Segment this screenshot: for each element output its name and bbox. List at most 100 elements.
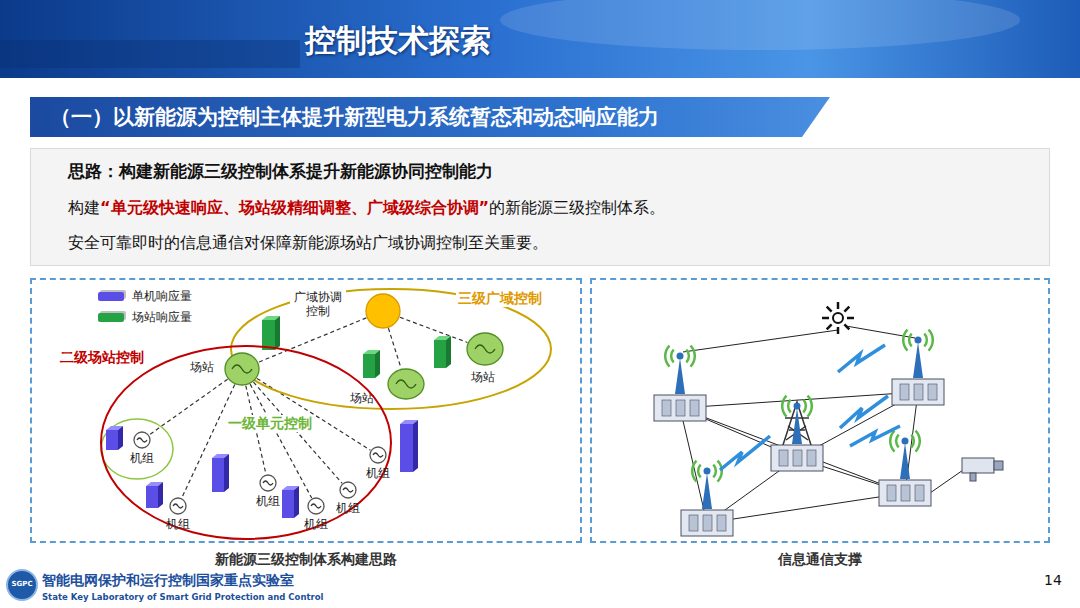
node-text: 机组	[164, 517, 192, 531]
drawing-part	[680, 408, 905, 493]
base-station	[879, 431, 931, 507]
drawing-part	[683, 330, 838, 352]
unit-control-ring	[101, 419, 173, 479]
text-line: 构建“单元级快速响应、场站级精细调整、广域级综合协调”的新能源三级控制体系。	[68, 198, 665, 219]
drawing-part	[827, 324, 832, 329]
generator-unit: 机组	[169, 497, 187, 515]
drawing-part	[707, 493, 905, 523]
drawing-part	[879, 480, 931, 506]
drawing-part	[654, 395, 706, 421]
drawing-part	[847, 317, 854, 320]
shape-outline	[134, 432, 150, 448]
drawing-part	[675, 358, 685, 394]
drawing-part	[896, 435, 899, 448]
drawing-part	[994, 461, 1003, 470]
drawing-part	[792, 408, 802, 444]
drawing-part	[844, 324, 849, 329]
shape-outline	[339, 481, 357, 499]
shape-outline	[388, 369, 424, 399]
drawing-part	[794, 403, 801, 410]
header-shade	[0, 40, 300, 68]
node-text: 机组	[302, 517, 330, 531]
response-bar	[262, 316, 280, 350]
legend-swatch	[98, 313, 124, 322]
level-label: 一级单元控制	[226, 415, 314, 432]
drawing-part	[903, 330, 907, 351]
generator-unit: 机组	[259, 474, 277, 492]
subtitle-band: （一）以新能源为控制主体提升新型电力系统暂态和动态响应能力	[30, 97, 830, 137]
text-line: 思路：构建新能源三级控制体系提升新能源协同控制能力	[68, 160, 493, 183]
drawing-part	[900, 443, 910, 479]
drawing-part	[375, 350, 380, 378]
drawing-part	[262, 320, 275, 350]
drawing-part	[702, 473, 712, 509]
response-bar	[212, 454, 229, 492]
drawing-part	[962, 458, 994, 473]
drawing-part	[928, 384, 937, 400]
drawing-part	[662, 400, 671, 416]
node-text: 思路：构建新能源三级控制体系提升新能源协同控制能力	[68, 161, 493, 181]
slide-title: 控制技术探索	[305, 22, 491, 59]
wave-symbol	[475, 345, 495, 353]
base-station	[654, 346, 706, 422]
drawing-part	[900, 384, 909, 400]
drawing-part	[676, 400, 685, 416]
drawing-part	[779, 450, 788, 466]
shape-outline	[225, 353, 259, 385]
shape-outline	[466, 332, 504, 366]
generator-unit: 机组	[339, 481, 357, 499]
generator-unit: 机组	[133, 431, 151, 449]
dashed-link	[400, 317, 468, 342]
drawing-part	[911, 435, 914, 448]
drawing-part	[909, 334, 912, 347]
wave-symbol	[263, 481, 273, 485]
drawing-part	[158, 482, 163, 508]
drawing-part	[827, 307, 832, 312]
base-station	[892, 330, 944, 406]
legend-text: 场站响应量	[132, 309, 192, 326]
response-bar	[363, 350, 380, 378]
shape-outline	[307, 497, 325, 515]
wireless-bolt	[840, 396, 888, 428]
response-bar	[106, 426, 123, 450]
node-text: 机组	[128, 451, 156, 465]
shape-outline	[308, 498, 324, 514]
shape-outline	[366, 294, 400, 328]
shape-outline	[370, 447, 386, 463]
dashed-link	[388, 328, 401, 368]
node-text: 场站	[190, 360, 214, 374]
drawing-part	[677, 353, 684, 360]
drawing-part	[686, 350, 689, 363]
drawing-part	[837, 302, 840, 309]
drawing-part	[400, 424, 413, 472]
drawing-part	[808, 396, 812, 417]
drawing-part	[704, 468, 711, 475]
header-glow	[500, 0, 1020, 50]
drawing-part	[275, 316, 280, 350]
wave-symbol	[373, 453, 383, 457]
wireless-bolt	[850, 426, 900, 446]
node-text: 安全可靠即时的信息通信对保障新能源场站广域协调控制至关重要。	[68, 233, 548, 252]
panel-caption: 信息通信支撑	[590, 551, 1050, 568]
wireless-bolt	[838, 345, 885, 372]
panel-caption: 新能源三级控制体系构建思路	[30, 551, 582, 568]
wireless-bolt	[720, 436, 770, 470]
response-bar	[146, 482, 163, 508]
shape-outline	[169, 497, 187, 515]
logo-text: SGPC	[7, 580, 37, 588]
drawing-part	[782, 396, 786, 417]
idea-box: 思路：构建新能源三级控制体系提升新能源协同控制能力构建“单元级快速响应、场站级精…	[30, 148, 1050, 266]
drawing-part	[665, 346, 669, 367]
generator-unit: 机组	[369, 446, 387, 464]
shape-outline	[387, 368, 425, 400]
drawing-part	[924, 334, 927, 347]
drawing-part	[914, 384, 923, 400]
legend-text: 单机响应量	[132, 288, 192, 305]
shape-outline	[133, 431, 151, 449]
generator-unit: 机组	[307, 497, 325, 515]
shape-outline	[170, 498, 186, 514]
drawing-part	[837, 327, 840, 334]
drawing-part	[782, 402, 812, 448]
wave-symbol	[137, 438, 147, 442]
drawing-part	[915, 485, 924, 501]
